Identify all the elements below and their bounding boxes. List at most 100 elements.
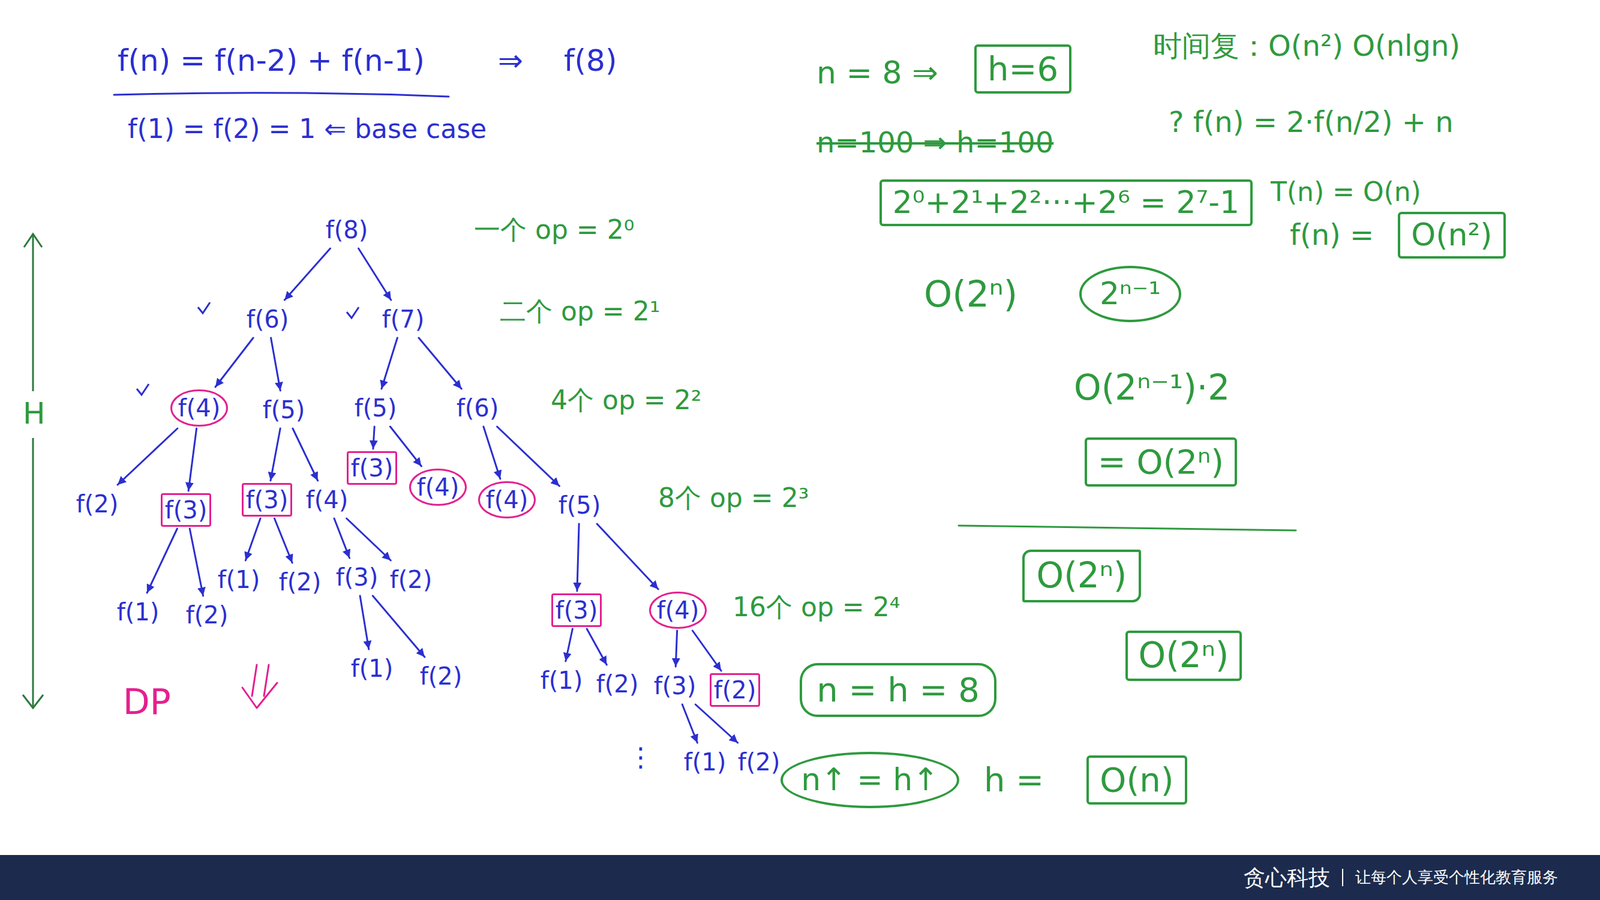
call-node: f(7) [377, 302, 429, 336]
call-arrow [586, 628, 607, 665]
brand-name: 贪心科技 [1243, 865, 1331, 890]
call-arrow [389, 426, 422, 467]
call-node: f(6) [242, 302, 294, 336]
call-arrow [215, 337, 254, 387]
divider-line [958, 525, 1296, 531]
call-arrow [372, 595, 425, 657]
node-text: f(3) [350, 454, 394, 482]
node-text: f(2) [713, 676, 757, 704]
call-arrow [565, 628, 573, 662]
node-text: f(6) [456, 394, 500, 422]
node-text: f(3) [245, 486, 289, 513]
dp-note: DP [122, 682, 171, 723]
result-box: O(2ⁿ) [1125, 630, 1243, 681]
underline [113, 92, 449, 97]
result-ellipse: 2ⁿ⁻¹ [1079, 265, 1182, 322]
recurrence: ? f(n) = 2·f(n/2) + n [1168, 105, 1454, 139]
node-text: f(5) [262, 396, 306, 423]
node-text: f(4) [656, 596, 700, 624]
result-box: O(2ⁿ) [1022, 549, 1142, 603]
memo-circle: f(4) [649, 591, 708, 629]
node-text: f(7) [382, 305, 425, 333]
node-text: 2⁰+2¹+2²···+2⁶ = 2⁷-1 [892, 185, 1240, 220]
call-arrow [284, 248, 330, 300]
call-arrow [373, 426, 375, 449]
call-arrow [497, 426, 560, 486]
formula: f(8) [563, 43, 617, 79]
height-arrowhead [22, 694, 44, 708]
call-node: f(2) [385, 562, 437, 597]
call-node: f(1) [679, 745, 731, 779]
slogan: 让每个人享受个性化教育服务 [1342, 868, 1559, 887]
node-text: f(2) [737, 748, 781, 776]
complexity-note: f(n) = [1289, 218, 1374, 252]
node-text: f(4) [305, 486, 349, 513]
check-mark [136, 383, 149, 395]
memo-circle: f(4) [478, 481, 537, 519]
result-box: 2⁰+2¹+2²···+2⁶ = 2⁷-1 [879, 179, 1253, 226]
call-node: f(2) [181, 598, 233, 632]
call-node: f(4) [301, 482, 353, 517]
call-node: f(1) [536, 663, 588, 698]
op-count: 4个 op = 2² [550, 385, 702, 416]
node-text: f(2) [76, 490, 119, 518]
call-node: f(1) [346, 651, 398, 686]
node-text: h=6 [987, 50, 1059, 88]
check-mark [346, 307, 359, 318]
node-text: f(1) [683, 748, 727, 776]
node-text: f(3) [653, 672, 697, 699]
node-text: f(4) [485, 486, 529, 513]
dp-arrow [242, 664, 278, 708]
call-arrow [695, 704, 738, 743]
complexity-note: h = [983, 760, 1044, 800]
memo-box: f(3) [346, 451, 398, 485]
call-node: f(2) [415, 659, 467, 693]
height-line [32, 437, 35, 707]
call-arrow [271, 337, 281, 391]
node-text: f(2) [185, 601, 229, 629]
node-text: f(1) [540, 667, 584, 694]
node-text: f(8) [325, 216, 369, 243]
memo-box: f(3) [551, 593, 603, 627]
node-text: O(2ⁿ) [1036, 556, 1128, 596]
call-arrow [270, 428, 281, 481]
call-arrow [358, 248, 392, 300]
call-node: f(8) [321, 212, 373, 247]
memo-box: f(3) [241, 482, 293, 517]
op-count: 一个 op = 2⁰ [473, 214, 635, 246]
result-box: = O(2ⁿ) [1084, 437, 1238, 487]
call-node: f(5) [554, 488, 606, 522]
node-text: n↑ = h↑ [800, 762, 939, 797]
call-node: f(5) [258, 392, 310, 427]
check-mark [197, 302, 210, 314]
call-arrow [682, 704, 698, 743]
height-line [32, 235, 35, 392]
height-arrowhead [23, 233, 42, 248]
call-node: f(2) [592, 667, 644, 701]
struck-note: n=100 ⇒ h=100 [816, 125, 1054, 159]
call-arrow [292, 428, 318, 481]
call-arrow [675, 630, 677, 667]
call-node: f(1) [213, 562, 265, 597]
call-arrow [381, 337, 398, 389]
formula: f(n) = f(n-2) + f(n-1) [117, 43, 425, 79]
call-arrow [189, 528, 203, 596]
node-text: = O(2ⁿ) [1097, 443, 1224, 481]
node-text: f(2) [278, 568, 322, 596]
call-node: f(5) [350, 391, 402, 425]
result-box: n = h = 8 [799, 662, 997, 717]
node-text: f(5) [558, 491, 602, 519]
ellipsis: ⋮ [627, 742, 654, 773]
call-arrow [334, 518, 350, 558]
op-count: 16个 op = 2⁴ [732, 592, 900, 623]
node-text: f(2) [419, 662, 463, 690]
call-node: f(2) [71, 487, 123, 521]
call-node: f(2) [274, 565, 326, 599]
call-arrow [188, 428, 197, 491]
call-node: f(3) [649, 668, 701, 703]
complexity-note: O(2ⁿ⁻¹)·2 [1073, 367, 1230, 408]
call-node: f(3) [331, 560, 383, 594]
node-text: O(2ⁿ) [1138, 636, 1230, 675]
node-text: f(3) [555, 596, 599, 624]
result-ellipse: n↑ = h↑ [780, 751, 960, 808]
